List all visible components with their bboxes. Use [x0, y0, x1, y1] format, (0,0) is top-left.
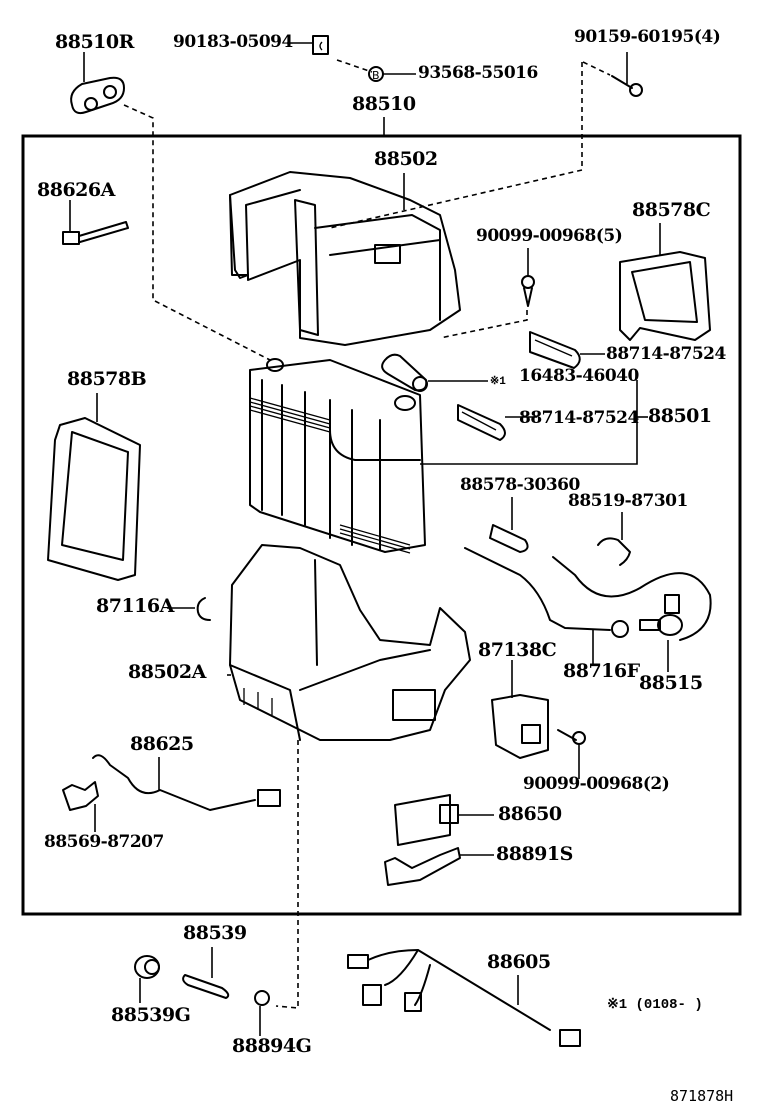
assembly-frame — [21, 134, 742, 916]
evaporator-88501[interactable] — [249, 358, 426, 554]
label-90183-05094[interactable]: 90183-05094 — [173, 32, 293, 52]
cover-plate-88510r[interactable] — [70, 52, 125, 115]
clip-88714-b[interactable] — [457, 404, 537, 441]
dashed-path-screw — [329, 62, 583, 229]
footnote-marker: ※1 — [490, 376, 506, 388]
label-88714-87524-b[interactable]: 88714-87524 — [519, 408, 639, 428]
seal-88578c[interactable] — [619, 223, 711, 341]
upper-case-88502[interactable] — [229, 171, 461, 346]
screw-90099-5[interactable] — [521, 248, 535, 307]
label-16483-46040[interactable]: 16483-46040 — [519, 366, 639, 386]
label-88578-30360[interactable]: 88578-30360 — [460, 475, 580, 495]
b-marker: B — [372, 69, 380, 82]
pipe-88716f[interactable] — [464, 547, 629, 665]
leader-88501 — [420, 380, 638, 465]
dashed-path-clip — [336, 59, 373, 73]
clip-90183[interactable] — [287, 35, 329, 55]
seal-88578b[interactable] — [47, 393, 141, 581]
label-93568-55016[interactable]: 93568-55016 — [418, 63, 538, 83]
clip-88569[interactable] — [62, 781, 99, 832]
label-88510[interactable]: 88510 — [352, 93, 416, 115]
label-88891s[interactable]: 88891S — [496, 843, 573, 865]
label-88569-87207[interactable]: 88569-87207 — [44, 832, 164, 852]
label-88510r[interactable]: 88510R — [55, 31, 134, 53]
label-88650[interactable]: 88650 — [498, 803, 562, 825]
motor-87138c[interactable] — [491, 660, 549, 759]
label-88578b[interactable]: 88578B — [67, 368, 147, 390]
label-88625[interactable]: 88625 — [130, 733, 194, 755]
label-87138c[interactable]: 87138C — [478, 639, 557, 661]
label-90099-00968-2[interactable]: 90099-00968(2) — [523, 774, 670, 794]
clamp-88894g[interactable] — [254, 990, 270, 1036]
sleeve-16483[interactable] — [381, 353, 488, 392]
pin-88539[interactable] — [182, 947, 230, 999]
label-90159-60195[interactable]: 90159-60195(4) — [574, 27, 721, 47]
clip-88714-a[interactable] — [529, 331, 605, 369]
screw-90159[interactable] — [611, 52, 643, 97]
clamp-88519[interactable] — [597, 512, 631, 566]
label-87116a[interactable]: 87116A — [96, 595, 174, 617]
label-88714-87524-a[interactable]: 88714-87524 — [606, 344, 726, 364]
dashed-path-88894g — [275, 740, 299, 1009]
label-88578c[interactable]: 88578C — [632, 199, 711, 221]
bracket-88891s[interactable] — [384, 847, 494, 886]
label-88894g[interactable]: 88894G — [232, 1035, 312, 1057]
dashed-path-screw-b — [582, 61, 611, 76]
lower-case-88502a[interactable] — [227, 544, 471, 741]
label-90099-00968-5[interactable]: 90099-00968(5) — [476, 226, 623, 246]
grommet-88539g[interactable] — [134, 955, 160, 1003]
label-88539[interactable]: 88539 — [183, 922, 247, 944]
label-88539g[interactable]: 88539G — [111, 1004, 191, 1026]
label-88626a[interactable]: 88626A — [37, 179, 115, 201]
thermistor-88625[interactable] — [92, 754, 281, 811]
bolt-b-93568[interactable]: B — [368, 66, 416, 82]
label-88519-87301[interactable]: 88519-87301 — [568, 491, 688, 511]
label-88605[interactable]: 88605 — [487, 951, 551, 973]
cable-tie-88626a[interactable] — [62, 200, 129, 245]
label-88502[interactable]: 88502 — [374, 148, 438, 170]
label-88501[interactable]: 88501 — [648, 405, 712, 427]
dashed-path-88510r — [123, 104, 271, 361]
footnote: ※1 (0108- ) — [607, 997, 703, 1013]
wire-harness-88605[interactable] — [347, 949, 581, 1047]
label-88716f[interactable]: 88716F — [563, 660, 640, 682]
label-88502a[interactable]: 88502A — [128, 661, 206, 683]
amplifier-88650[interactable] — [394, 794, 494, 846]
dashed-path-screw5 — [439, 310, 528, 339]
holder-88578-30360[interactable] — [489, 497, 529, 553]
diagram-code: 871878H — [670, 1087, 734, 1105]
label-88515[interactable]: 88515 — [639, 672, 703, 694]
expansion-valve-88515[interactable] — [552, 556, 712, 672]
screw-90099-2[interactable] — [557, 729, 586, 779]
clip-87116a[interactable] — [167, 597, 211, 621]
